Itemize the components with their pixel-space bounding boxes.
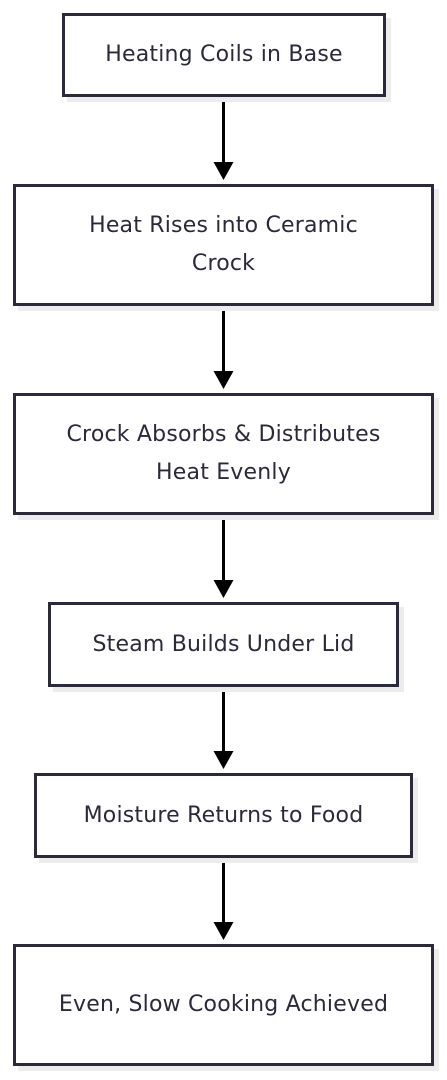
node-heating-coils: Heating Coils in Base [62, 13, 386, 97]
node-label: Crock Absorbs & Distributes Heat Evenly [66, 422, 381, 485]
connector-arrow [213, 97, 234, 180]
node-label: Steam Builds Under Lid [92, 631, 355, 657]
node-moisture-returns: Moisture Returns to Food [34, 773, 413, 858]
node-even-slow-cooking: Even, Slow Cooking Achieved [13, 944, 434, 1066]
arrowhead-icon [213, 751, 234, 769]
node-label: Even, Slow Cooking Achieved [58, 992, 389, 1017]
node-crock-absorbs: Crock Absorbs & Distributes Heat Evenly [13, 393, 434, 515]
node-label: Moisture Returns to Food [83, 802, 364, 828]
arrowhead-icon [213, 371, 234, 389]
node-label: Heating Coils in Base [105, 42, 343, 67]
node-steam-builds: Steam Builds Under Lid [48, 602, 399, 687]
arrowhead-icon [213, 162, 234, 180]
connector-arrow [213, 306, 234, 389]
connector-arrow [213, 687, 234, 769]
node-label: Heat Rises into Ceramic Crock [89, 213, 358, 276]
arrowhead-icon [213, 580, 234, 598]
arrowhead-icon [213, 922, 234, 940]
connector-arrow [213, 858, 234, 940]
node-heat-rises: Heat Rises into Ceramic Crock [13, 184, 434, 306]
connector-arrow [213, 515, 234, 598]
